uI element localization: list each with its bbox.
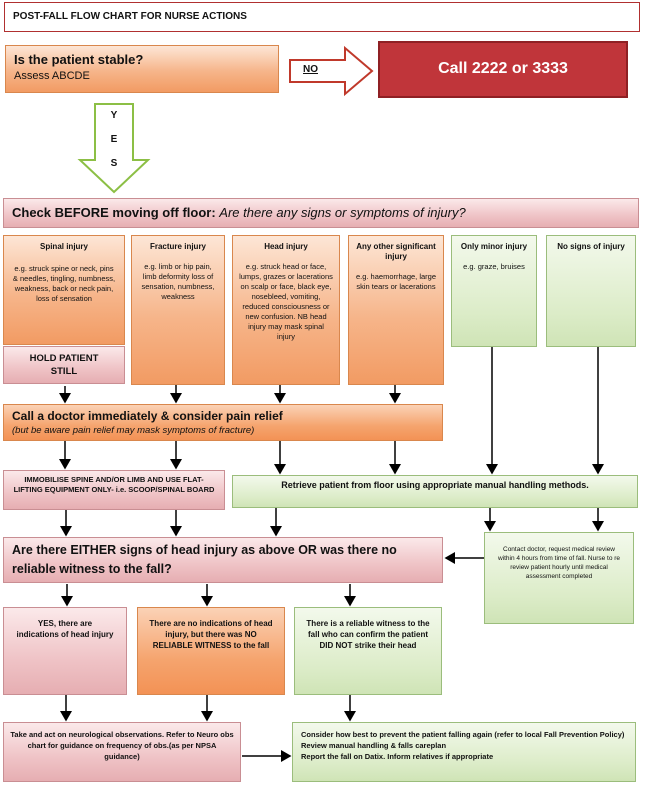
injury-body: e.g. limb or hip pain, limb deformity lo… [141,262,215,301]
hold-text: HOLD PATIENT STILL [29,353,99,377]
outcome-text: There is a reliable witness to the fall … [306,619,430,650]
yes-letter-e: E [110,134,118,145]
no-arrow [289,45,374,97]
outcome-text: There are no indications of head injury,… [149,619,273,650]
yes-letter-s: S [110,158,118,169]
outcome-yes: YES, there are indications of head injur… [3,607,127,695]
contact-box: Contact doctor, request medical review w… [484,532,634,624]
check-bold: Check BEFORE moving off floor: [12,205,216,220]
no-label: NO [303,64,318,75]
yes-arrow [77,103,151,194]
doctor-italic: (but be aware pain relief may mask sympt… [12,425,255,436]
call-box: Call 2222 or 3333 [378,41,628,98]
prevent-line: Consider how best to prevent the patient… [301,730,625,739]
injury-fracture: Fracture injury e.g. limb or hip pain, l… [131,235,225,385]
page-title: POST-FALL FLOW CHART FOR NURSE ACTIONS [13,11,247,22]
injury-body: e.g. struck head or face, lumps, grazes … [239,262,333,341]
injury-minor: Only minor injury e.g. graze, bruises [451,235,537,347]
injury-body: e.g. struck spine or neck, pins & needle… [12,264,116,303]
injury-head: Head injury e.g. struck head or face, lu… [232,235,340,385]
injury-title: No signs of injury [557,242,625,251]
prevent-line: Report the fall on Datix. Inform relativ… [301,752,494,761]
prevent-line: Review manual handling & falls careplan [301,741,447,750]
call-text: Call 2222 or 3333 [438,60,568,77]
outcome-text: YES, there are indications of head injur… [16,619,114,639]
outcome-witness: There is a reliable witness to the fall … [294,607,442,695]
injury-title: Head injury [264,242,308,251]
stable-question: Is the patient stable? [14,52,144,67]
outcome-no-witness: There are no indications of head injury,… [137,607,285,695]
question-banner: Are there EITHER signs of head injury as… [3,537,443,583]
immobilise-text: IMMOBILISE SPINE AND/OR LIMB AND USE FLA… [13,475,215,494]
immobilise-box: IMMOBILISE SPINE AND/OR LIMB AND USE FLA… [3,470,225,510]
doctor-banner: Call a doctor immediately & consider pai… [3,404,443,441]
neuro-text: Take and act on neurological observation… [10,730,234,761]
injury-body: e.g. graze, bruises [463,262,525,271]
injury-title: Fracture injury [149,242,206,251]
injury-title: Spinal injury [39,242,88,251]
injury-other: Any other significant injury e.g. haemor… [348,235,444,385]
check-banner: Check BEFORE moving off floor: Are there… [3,198,639,228]
injury-title: Any other significant injury [356,242,436,261]
retrieve-text: Retrieve patient from floor using approp… [281,480,589,490]
question-text: Are there EITHER signs of head injury as… [12,543,397,576]
doctor-bold: Call a doctor immediately & consider pai… [12,409,283,423]
injury-spinal: Spinal injury e.g. struck spine or neck,… [3,235,125,345]
prevent-box: Consider how best to prevent the patient… [292,722,636,782]
neuro-box: Take and act on neurological observation… [3,722,241,782]
stable-sub: Assess ABCDE [14,70,90,82]
check-italic: Are there any signs or symptoms of injur… [219,205,466,220]
stable-question-box: Is the patient stable? Assess ABCDE [5,45,279,93]
injury-none: No signs of injury [546,235,636,347]
hold-patient-box: HOLD PATIENT STILL [3,346,125,384]
injury-title: Only minor injury [460,242,528,251]
yes-letter-y: Y [110,110,118,121]
injury-body: e.g. haemorrhage, large skin tears or la… [355,272,437,291]
retrieve-box: Retrieve patient from floor using approp… [232,475,638,508]
page-title-box: POST-FALL FLOW CHART FOR NURSE ACTIONS [4,2,640,32]
contact-text: Contact doctor, request medical review w… [497,546,621,580]
